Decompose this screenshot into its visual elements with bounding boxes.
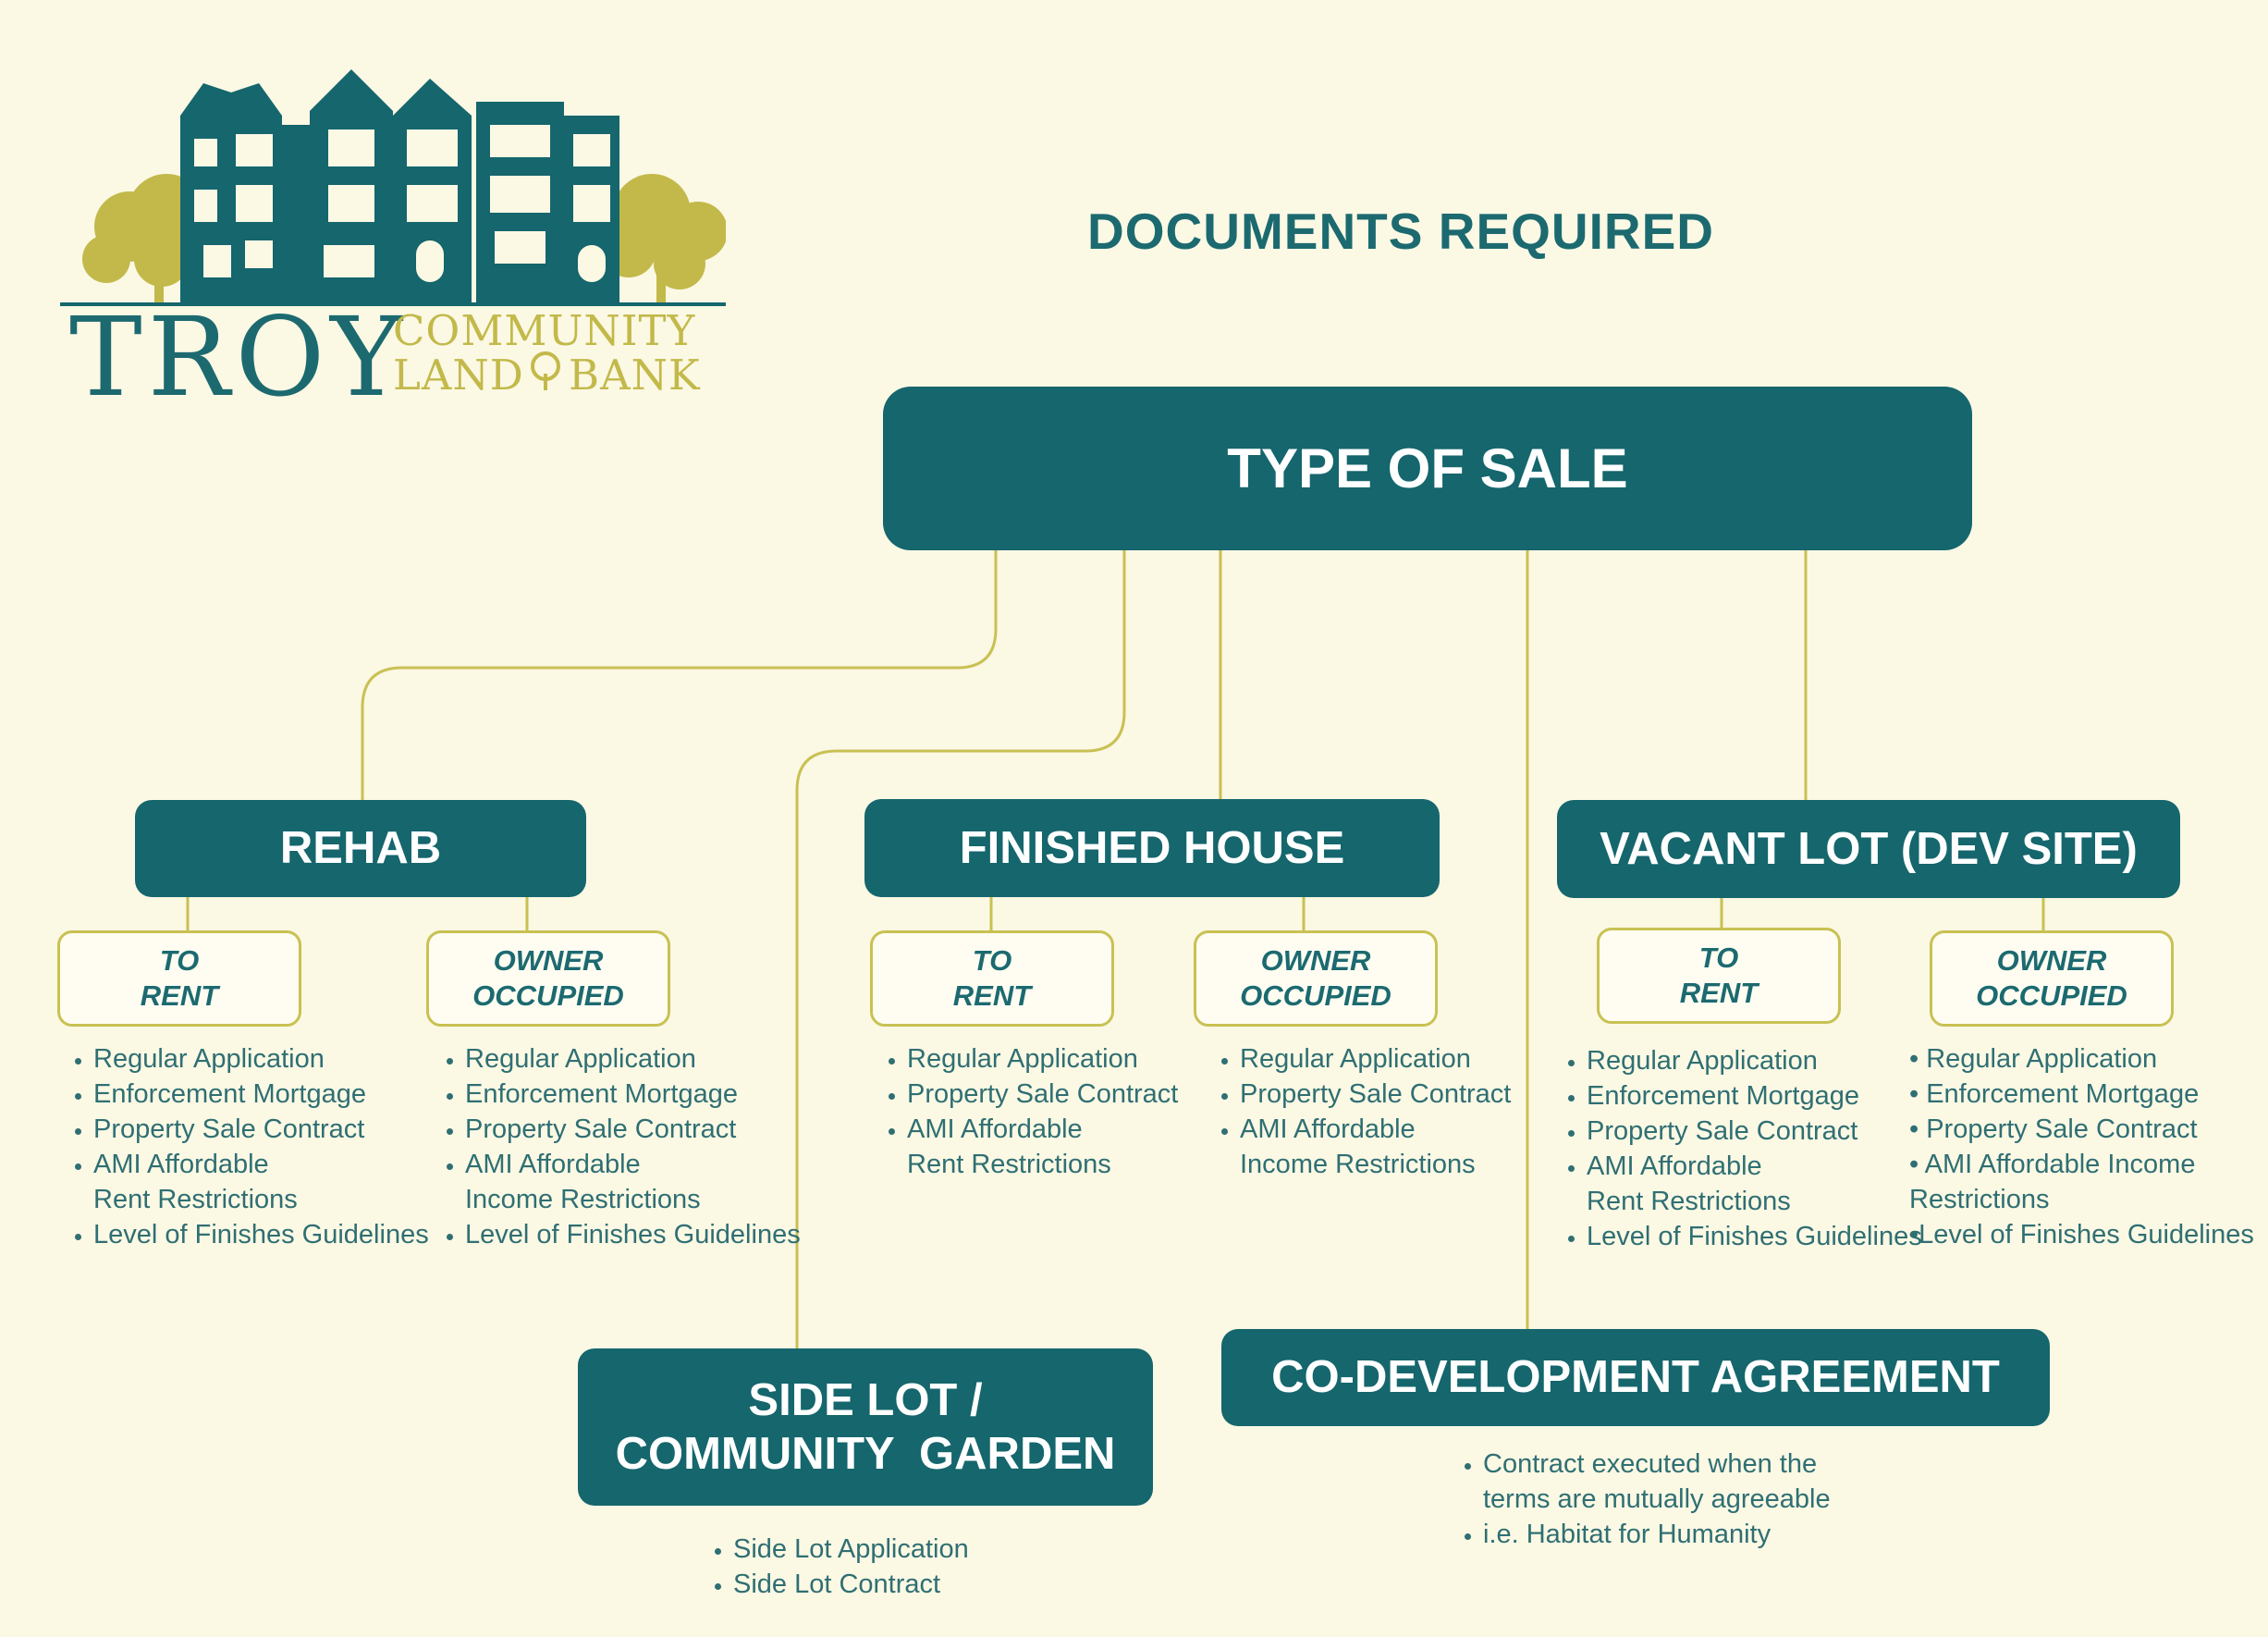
type-of-sale-box: TYPE OF SALE (883, 387, 1972, 550)
list-item: Rent Restrictions (93, 1185, 298, 1214)
co-development-list: Contract executed when the terms are mut… (1450, 1446, 1831, 1552)
tree-icon (531, 351, 560, 390)
finished-to-rent-box: TO RENT (870, 930, 1114, 1027)
rehab-to-rent-line1: TO (159, 944, 200, 977)
list-item: Regular Application (465, 1041, 801, 1077)
list-item: • Enforcement Mortgage (1909, 1079, 2200, 1109)
page-title: DOCUMENTS REQUIRED (1087, 203, 1715, 260)
list-item: Property Sale Contract (465, 1112, 801, 1147)
rehab-owner-line2: OCCUPIED (472, 979, 624, 1012)
list-item: Enforcement Mortgage (465, 1077, 801, 1112)
vacant-lot-box: VACANT LOT (DEV SITE) (1557, 800, 2180, 898)
side-lot-line1: SIDE LOT / (748, 1375, 983, 1425)
finished-house-box: FINISHED HOUSE (864, 799, 1440, 897)
finished-to-rent-line1: TO (972, 944, 1012, 977)
list-item: Property Sale Contract (1240, 1077, 1511, 1112)
list-item: Property Sale Contract (1587, 1114, 1922, 1149)
type-of-sale-label: TYPE OF SALE (1227, 437, 1628, 499)
side-lot-box: SIDE LOT / COMMUNITY GARDEN (578, 1348, 1153, 1506)
list-item: Rent Restrictions (1587, 1187, 1791, 1216)
finished-house-label: FINISHED HOUSE (959, 822, 1345, 873)
list-item: Enforcement Mortgage (1587, 1078, 1922, 1114)
list-item: • Regular Application (1909, 1044, 2158, 1074)
list-item: Property Sale Contract (93, 1112, 429, 1147)
list-item: Regular Application (907, 1041, 1178, 1077)
rehab-owner-line1: OWNER (493, 944, 604, 977)
vacant-to-rent-line1: TO (1698, 942, 1739, 974)
vacant-lot-label: VACANT LOT (DEV SITE) (1600, 823, 2138, 874)
rehab-label: REHAB (279, 823, 442, 874)
list-item: Rent Restrictions (907, 1150, 1111, 1179)
list-item: Regular Application (1587, 1043, 1922, 1078)
list-item: Level of Finishes Guidelines (465, 1217, 801, 1252)
list-item: AMI Affordable (907, 1112, 1178, 1147)
vacant-owner-line2: OCCUPIED (1976, 979, 2127, 1012)
logo-community: COMMUNITY (393, 306, 696, 355)
logo-land: LAND (393, 351, 524, 400)
connector-rehab (361, 550, 998, 800)
connector-side-lot (795, 550, 1126, 1348)
vacant-to-rent-list: Regular Application Enforcement Mortgage… (1553, 1043, 1922, 1254)
list-item: AMI Affordable (93, 1147, 429, 1182)
vacant-to-rent-line2: RENT (1679, 977, 1759, 1009)
finished-to-rent-list: Regular Application Property Sale Contra… (874, 1041, 1178, 1182)
list-item: AMI Affordable (1587, 1149, 1922, 1184)
list-item: Side Lot Contract (733, 1567, 969, 1602)
list-item: Property Sale Contract (907, 1077, 1178, 1112)
list-item: Income Restrictions (465, 1185, 701, 1214)
list-item: Level of Finishes Guidelines (1587, 1219, 1922, 1254)
list-item: AMI Affordable (465, 1147, 801, 1182)
houses-illustration (60, 69, 728, 306)
list-item: AMI Affordable (1240, 1112, 1511, 1147)
vacant-owner-list: • Regular Application • Enforcement Mort… (1909, 1041, 2254, 1252)
list-item: Side Lot Application (733, 1532, 969, 1567)
logo: TROY COMMUNITY LAND BANK (60, 60, 728, 412)
list-item: Level of Finishes Guidelines (93, 1217, 429, 1252)
side-lot-line2: COMMUNITY GARDEN (615, 1429, 1116, 1479)
list-item: Regular Application (1240, 1041, 1511, 1077)
finished-owner-occupied-box: OWNER OCCUPIED (1194, 930, 1438, 1027)
logo-troy: TROY (69, 293, 409, 421)
list-item: • Property Sale Contract (1909, 1114, 2198, 1144)
rehab-to-rent-box: TO RENT (57, 930, 301, 1027)
vacant-owner-occupied-box: OWNER OCCUPIED (1930, 930, 2174, 1027)
rehab-box: REHAB (135, 800, 586, 897)
finished-to-rent-line2: RENT (952, 979, 1032, 1012)
finished-owner-line2: OCCUPIED (1240, 979, 1391, 1012)
rehab-to-rent-list: Regular Application Enforcement Mortgage… (60, 1041, 429, 1252)
side-lot-list: Side Lot Application Side Lot Contract (700, 1532, 969, 1602)
list-item: Income Restrictions (1240, 1150, 1476, 1179)
vacant-owner-line1: OWNER (1996, 944, 2107, 977)
list-item: •Level of Finishes Guidelines (1909, 1220, 2254, 1249)
list-item: • AMI Affordable Income (1909, 1150, 2196, 1179)
list-item: Regular Application (93, 1041, 429, 1077)
finished-owner-list: Regular Application Property Sale Contra… (1207, 1041, 1511, 1182)
co-development-label: CO-DEVELOPMENT AGREEMENT (1271, 1352, 2000, 1403)
list-item: Restrictions (1909, 1185, 2050, 1214)
finished-owner-line1: OWNER (1260, 944, 1371, 977)
list-item: Enforcement Mortgage (93, 1077, 429, 1112)
list-item: Contract executed when the (1483, 1446, 1831, 1482)
rehab-owner-occupied-box: OWNER OCCUPIED (426, 930, 670, 1027)
rehab-to-rent-line2: RENT (140, 979, 219, 1012)
co-development-box: CO-DEVELOPMENT AGREEMENT (1221, 1329, 2050, 1426)
list-item: i.e. Habitat for Humanity (1483, 1517, 1831, 1552)
logo-bank: BANK (569, 351, 701, 400)
rehab-owner-list: Regular Application Enforcement Mortgage… (432, 1041, 801, 1252)
vacant-to-rent-box: TO RENT (1597, 928, 1841, 1024)
list-item: terms are mutually agreeable (1483, 1484, 1831, 1514)
